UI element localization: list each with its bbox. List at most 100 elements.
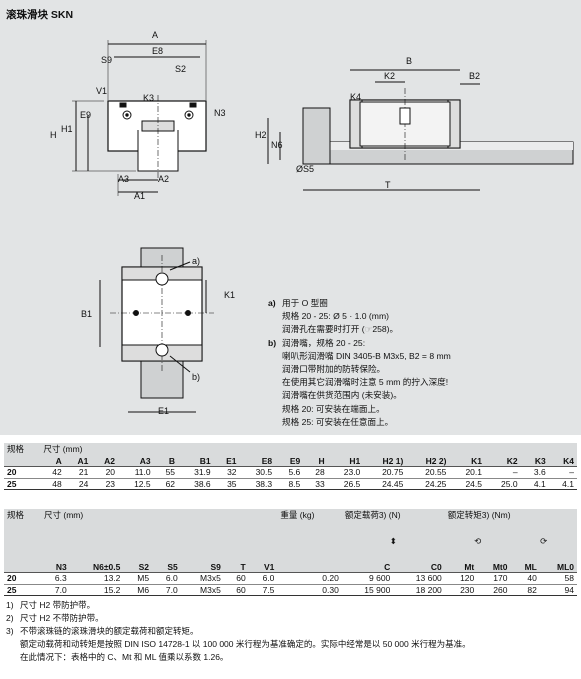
technical-drawing: A E8 S9 S2 V1 K3 E9 N3 H H1 A3 A2 A1 B K…	[50, 30, 574, 416]
page-title: 滚珠滑块 SKN	[6, 9, 74, 21]
dim-H: H	[50, 130, 57, 140]
table-cell: 20	[91, 466, 119, 479]
table-cell: 25.0	[485, 478, 521, 490]
table-cell: 42	[40, 466, 65, 479]
column-header: A3	[118, 455, 154, 467]
column-header: B1	[178, 455, 214, 467]
dim-E9: E9	[80, 110, 91, 120]
footnote: 额定动载荷和动转矩是按照 DIN ISO 14728-1 以 100 000 米…	[20, 639, 471, 649]
column-header: Mt0	[477, 561, 511, 573]
table-cell: 82	[510, 584, 540, 596]
dim-A3: A3	[118, 174, 129, 184]
dim-K3: K3	[143, 93, 154, 103]
column-header	[277, 561, 342, 573]
size-label: 规格	[4, 443, 41, 455]
column-header: S2	[123, 561, 153, 573]
table-cell: 7.0	[152, 584, 181, 596]
column-header: K4	[548, 455, 577, 467]
dim-E8: E8	[152, 46, 163, 56]
column-header: E1	[213, 455, 240, 467]
dim-N3: N3	[214, 108, 226, 118]
column-header: ML0	[539, 561, 577, 573]
table-cell: 13.2	[69, 572, 124, 585]
note-b-line6: 规格 25: 可安装在任意面上。	[282, 416, 394, 427]
table-cell: 24.5	[449, 478, 485, 490]
table-cell: 4.1	[548, 478, 577, 490]
table-cell: 23.0	[327, 466, 364, 479]
dims-label: 尺寸 (mm)	[40, 443, 577, 455]
dim-B2: B2	[469, 71, 480, 81]
table-cell: 94	[539, 584, 577, 596]
table-cell: 3.6	[520, 466, 549, 479]
table-cell: 20.1	[449, 466, 485, 479]
note-b-line5: 规格 20: 可安装在端面上。	[282, 403, 385, 414]
column-header: ML	[510, 561, 540, 573]
table-cell: 12.5	[118, 478, 154, 490]
dim-B: B	[406, 56, 412, 66]
column-header: C	[341, 561, 394, 573]
table-cell: 62	[153, 478, 179, 490]
callout-b: b)	[192, 372, 200, 382]
table-cell: 24.45	[363, 478, 407, 490]
table-cell: 7.0	[41, 584, 70, 596]
table-cell: 9 600	[341, 572, 394, 585]
footnote: 2)尺寸 H2 不带防护带。	[6, 613, 104, 623]
note-b-line4: 润滑嘴在供货范围内 (未安装)。	[282, 390, 402, 401]
table-cell: 28	[303, 466, 328, 479]
top-view	[99, 247, 214, 413]
column-header: H1	[327, 455, 364, 467]
note-b-mark: b)	[268, 337, 277, 348]
column-header: A1	[64, 455, 92, 467]
table-cell: 38.3	[239, 478, 276, 490]
dim-T: T	[385, 180, 391, 190]
table-cell: 25	[4, 584, 42, 596]
table-cell: 58	[539, 572, 577, 585]
table-cell: 5.6	[275, 466, 304, 479]
table-cell: 33	[303, 478, 328, 490]
table-cell: 20	[4, 466, 41, 479]
dim-A: A	[152, 30, 158, 40]
footnote: 在此情况下：表格中的 C、Mt 和 ML 值乘以系数 1.26。	[20, 652, 229, 662]
drawing-area	[0, 0, 581, 435]
reference-icon: ☞	[364, 324, 373, 335]
table-cell: 0.20	[277, 572, 342, 585]
dim-A1: A1	[134, 191, 145, 201]
dim-K2: K2	[384, 71, 395, 81]
dim-S9: S9	[101, 55, 112, 65]
footnote: 3)不带滚珠链的滚珠滑块的额定载荷和额定转矩。	[6, 626, 199, 636]
column-header: H2 2)	[406, 455, 450, 467]
weight-label: 重量 (kg)	[277, 509, 342, 521]
column-header: E9	[275, 455, 304, 467]
column-header: K2	[485, 455, 521, 467]
table-cell: 8.5	[275, 478, 304, 490]
table-cell: 20.55	[406, 466, 450, 479]
table-cell: M6	[123, 584, 153, 596]
dim-K4: K4	[350, 92, 361, 102]
table-cell: M3x5	[180, 572, 224, 585]
note-b-line3: 在使用其它润滑嘴时注意 5 mm 的拧入深度!	[282, 377, 449, 388]
moment-label: 额定转矩3) (Nm)	[444, 509, 577, 521]
table-cell: 15.2	[69, 584, 124, 596]
table-cell: 20	[4, 572, 42, 585]
column-header: S9	[180, 561, 224, 573]
notes: a)用于 O 型圈 规格 20 - 25: Ø 5 · 1.0 (mm) 润滑孔…	[268, 297, 578, 429]
table-cell: 260	[477, 584, 511, 596]
front-view	[72, 40, 207, 196]
table-cell: 24.25	[406, 478, 450, 490]
column-header: S5	[152, 561, 181, 573]
column-header: N3	[41, 561, 70, 573]
table-cell: 48	[40, 478, 65, 490]
table-cell: 55	[153, 466, 179, 479]
torsion-moment-icon: ⟲	[444, 521, 511, 561]
table-cell: 20.75	[363, 466, 407, 479]
dim-S5: ØS5	[296, 164, 314, 174]
column-header: T	[223, 561, 249, 573]
table-cell: 60	[223, 572, 249, 585]
side-view	[267, 69, 574, 191]
table-cell: 11.0	[118, 466, 154, 479]
table-cell: 13 600	[393, 572, 445, 585]
